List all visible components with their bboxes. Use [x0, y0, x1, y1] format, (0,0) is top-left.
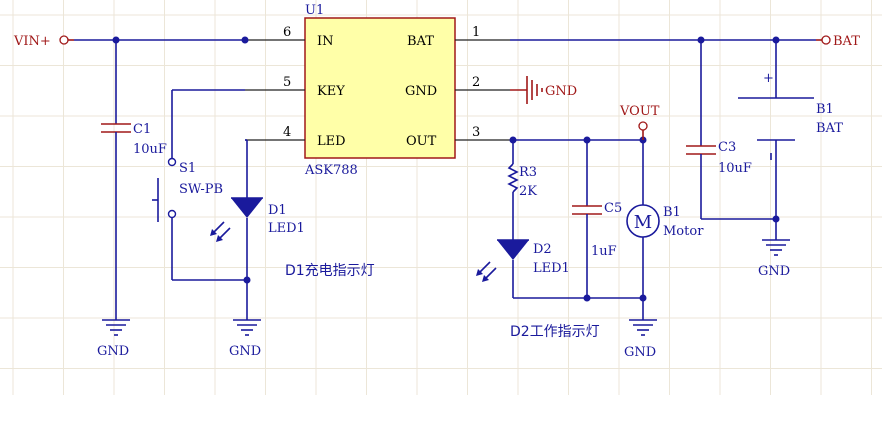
junction-c3-gnd [772, 215, 780, 223]
pin-2-number: 2 [472, 75, 480, 90]
s1-contact-top [167, 157, 177, 167]
gnd-label-bat: GND [758, 264, 790, 279]
d1-indicator-note: D1充电指示灯 [285, 263, 375, 279]
bat-port[interactable]: BAT [816, 34, 860, 49]
vin-port-label: VIN+ [13, 34, 51, 49]
pin-6-number: 6 [283, 25, 291, 40]
battery-value: BAT [816, 121, 843, 136]
vout-port-label: VOUT [619, 104, 660, 119]
s1-ref: S1 [179, 161, 196, 176]
vin-port[interactable]: VIN+ [13, 34, 74, 49]
led-d2[interactable]: D2 LED1 [476, 239, 570, 298]
gnd-label-d1: GND [229, 344, 261, 359]
r3-ref: R3 [519, 165, 537, 180]
battery-b1[interactable]: + B1 BAT [738, 40, 843, 234]
s1-contact-bottom [167, 209, 177, 219]
motor-b1[interactable]: M B1 Motor [626, 140, 704, 316]
vin-port-terminal [59, 35, 69, 45]
gnd-label-c1: GND [97, 344, 129, 359]
junction-c5-gnd [583, 294, 591, 302]
motor-symbol: M [634, 212, 652, 233]
d1-triangle [231, 198, 263, 218]
d2-ref: D2 [533, 242, 552, 257]
c1-ref: C1 [133, 122, 151, 137]
battery-plus-sign: + [763, 71, 774, 86]
pin-4-number: 4 [283, 125, 291, 140]
gnd-symbol-vout: GND [624, 316, 657, 360]
pin-2-name: GND [405, 84, 437, 99]
background-grid [0, 0, 882, 395]
pin-1-number: 1 [472, 25, 480, 40]
resistor-r3[interactable]: R3 2K [507, 140, 537, 240]
pin-3-number: 3 [472, 125, 480, 140]
pin-1-name: BAT [407, 34, 434, 49]
d2-emission-arrow-1 [478, 261, 491, 274]
motor-value: Motor [663, 224, 704, 239]
junction-vin-ic [241, 36, 249, 44]
ic-u1[interactable]: U1 ASK788 6 5 4 IN KEY LED 1 2 3 BAT GND… [245, 3, 510, 178]
capacitor-c3[interactable]: C3 10uF [686, 40, 776, 220]
vout-port[interactable]: VOUT [619, 104, 660, 140]
gnd-symbol-c1: GND [97, 316, 130, 359]
junction-motor-gnd [639, 294, 647, 302]
motor-ref: B1 [663, 205, 681, 220]
capacitor-c5[interactable]: C5 1uF [572, 140, 622, 298]
battery-ref: B1 [816, 102, 834, 117]
d2-indicator-note: D2工作指示灯 [510, 324, 600, 340]
gnd-label-vout: GND [624, 345, 656, 360]
junction-d1-s1 [243, 276, 251, 284]
gnd-symbol-ic: GND [510, 76, 577, 104]
gnd-symbol-bat: GND [758, 234, 790, 279]
r3-zigzag [507, 163, 519, 193]
c5-ref: C5 [604, 201, 622, 216]
pin-4-name: LED [317, 134, 346, 149]
gnd-label-ic: GND [545, 84, 577, 99]
led-d1[interactable]: D1 LED1 [210, 140, 305, 316]
c5-value: 1uF [591, 244, 617, 259]
d1-value: LED1 [268, 221, 305, 236]
s1-value: SW-PB [179, 182, 223, 197]
vout-port-terminal [638, 121, 648, 131]
d1-emission-arrow-1 [212, 221, 225, 234]
d2-emission-arrow-2 [484, 267, 497, 280]
pin-5-number: 5 [283, 75, 291, 90]
pin-6-name: IN [317, 34, 334, 49]
d2-value: LED1 [533, 261, 570, 276]
capacitor-c1[interactable]: C1 10uF [101, 40, 167, 316]
d1-ref: D1 [268, 203, 287, 218]
bat-port-terminal [821, 35, 831, 45]
c3-value: 10uF [718, 161, 752, 176]
ic-part-name: ASK788 [304, 163, 358, 178]
d2-triangle [497, 240, 529, 260]
c3-ref: C3 [718, 140, 736, 155]
pin-3-name: OUT [406, 134, 437, 149]
ic-designator: U1 [305, 3, 324, 18]
r3-value: 2K [519, 184, 537, 199]
bat-port-label: BAT [833, 34, 860, 49]
switch-s1[interactable]: S1 SW-PB [152, 90, 247, 281]
pin-5-name: KEY [317, 84, 345, 99]
c1-value: 10uF [133, 142, 167, 157]
gnd-symbol-d1: GND [229, 316, 261, 359]
d1-emission-arrow-2 [218, 227, 231, 240]
ic-body [304, 17, 456, 159]
